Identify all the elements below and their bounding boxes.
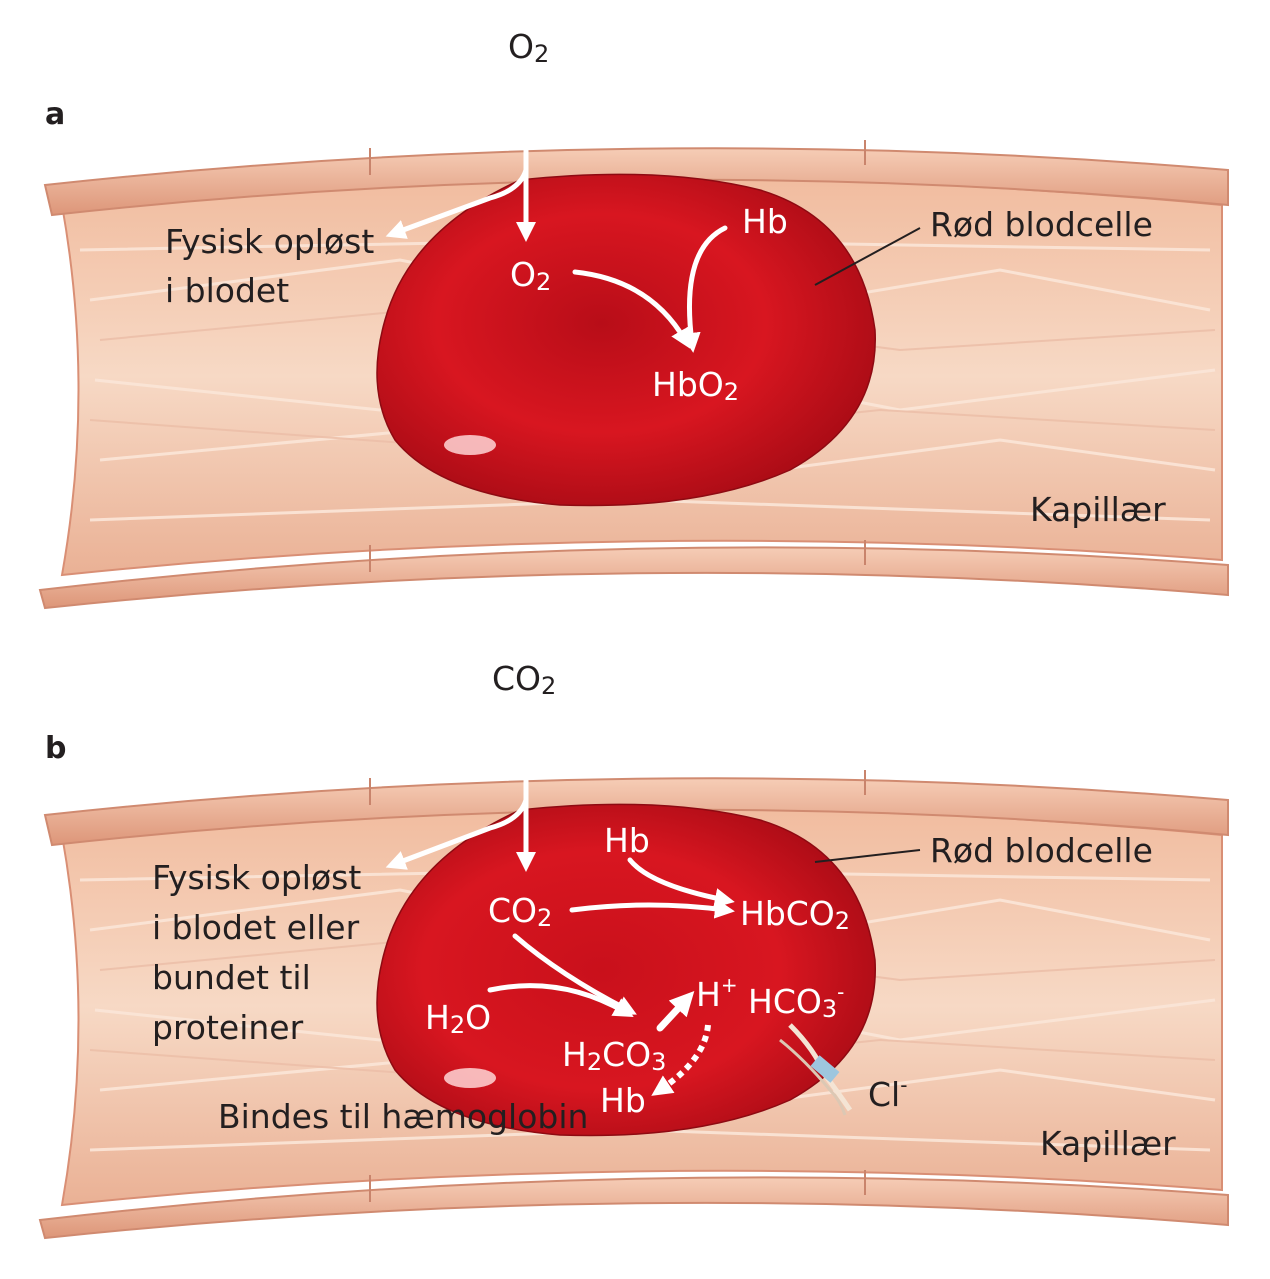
- capillary-rim-top-b: [43, 777, 1229, 847]
- arrow-o2-to-hbo2: [572, 269, 691, 349]
- arrow-co2-to-hbco2: [569, 898, 735, 919]
- cell-co2-label: CO2: [488, 891, 552, 932]
- hbo2-label: HbO2: [652, 365, 739, 406]
- anion-exchanger-icon: [779, 1023, 853, 1116]
- red-cell-label-a: Rød blodcelle: [930, 205, 1153, 244]
- arrows-b: [385, 717, 735, 1032]
- dissolved-label-a-line2: i blodet: [165, 271, 289, 310]
- arrows-a: [385, 87, 728, 353]
- co2-input-label: CO2: [492, 659, 556, 700]
- capillary-label-b: Kapillær: [1040, 1124, 1176, 1163]
- dissolved-label-b-line4: proteiner: [152, 1008, 304, 1047]
- cell-highlight-b: [444, 1068, 496, 1088]
- dissolved-label-a-line1: Fysisk opløst: [165, 222, 374, 261]
- chloride-label: Cl-: [868, 1073, 907, 1114]
- hbco2-label: HbCO2: [740, 894, 850, 935]
- pointer-line-a: [814, 227, 921, 286]
- arrow-h2o-to-h2co3: [487, 983, 634, 1017]
- h2o-label: H2O: [425, 998, 491, 1039]
- pointer-line-b: [814, 849, 921, 863]
- capillary-rim-top-a: [43, 147, 1229, 217]
- panel-letter-a: a: [45, 97, 65, 132]
- arrow-hb-to-hbo2: [680, 225, 728, 353]
- arrow-co2-dissolved: [385, 797, 529, 870]
- dissolved-label-b-line2: i blodet eller: [152, 908, 360, 947]
- red-blood-cell-b: [376, 803, 876, 1137]
- hb-label-b-top: Hb: [604, 821, 650, 860]
- arrow-h-to-hb-dashed: [651, 1024, 711, 1096]
- panel-letter-b: b: [45, 731, 66, 766]
- arrow-h2co3-to-h: [656, 991, 695, 1032]
- h2co3-label: H2CO3: [562, 1035, 666, 1076]
- o2-input-label: O2: [508, 27, 549, 68]
- capillary-rim-bottom-a: [38, 546, 1229, 610]
- binds-hemoglobin-label: Bindes til hæmoglobin: [218, 1097, 588, 1136]
- red-blood-cell-a: [376, 173, 876, 507]
- arrow-o2-dissolved: [385, 167, 529, 239]
- dissolved-label-b-line3: bundet til: [152, 958, 311, 997]
- capillary-label-a: Kapillær: [1030, 490, 1166, 529]
- h-plus-label: H+: [696, 973, 738, 1014]
- red-cell-label-b: Rød blodcelle: [930, 831, 1153, 870]
- cell-o2-label: O2: [510, 255, 551, 296]
- arrow-hb-to-hbco2-b: [627, 857, 735, 908]
- cell-highlight-a: [444, 435, 496, 455]
- hb-label-a: Hb: [742, 202, 788, 241]
- bicarbonate-label: HCO3-: [748, 980, 844, 1023]
- panel-a: a O2 Fysisk opløst i blodet O2 Hb HbO2 R…: [38, 27, 1229, 610]
- capillary-rim-bottom-b: [38, 1176, 1229, 1240]
- hb-label-b-bottom: Hb: [600, 1081, 646, 1120]
- dissolved-label-b-line1: Fysisk opløst: [152, 858, 361, 897]
- panel-b: b CO2 Fysisk opløst i blodet eller bunde…: [38, 659, 1229, 1240]
